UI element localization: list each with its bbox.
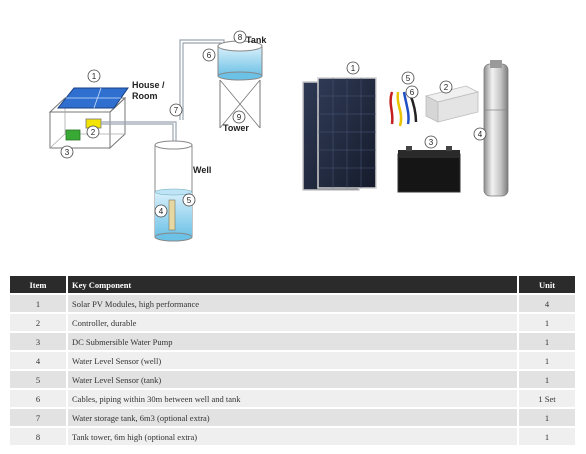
marker-right-3: 3 bbox=[424, 135, 438, 149]
marker-left-2: 2 bbox=[86, 125, 100, 139]
table-row: 8 Tank tower, 6m high (optional extra) 1 bbox=[10, 426, 575, 445]
well bbox=[154, 140, 193, 242]
svg-text:2: 2 bbox=[91, 128, 96, 137]
marker-left-9: 9 bbox=[232, 110, 246, 124]
table-row: 3 DC Submersible Water Pump 1 bbox=[10, 331, 575, 351]
marker-right-4: 4 bbox=[473, 127, 487, 141]
marker-left-7: 7 bbox=[169, 103, 183, 117]
header-item: Item bbox=[10, 276, 68, 294]
battery-photo bbox=[397, 146, 461, 193]
marker-right-2: 2 bbox=[439, 80, 453, 94]
row-item: 3 bbox=[10, 331, 68, 351]
table-header-row: Item Key Component Unit bbox=[10, 276, 575, 294]
row-item: 7 bbox=[10, 407, 68, 427]
row-component: Water Level Sensor (tank) bbox=[67, 369, 519, 389]
marker-left-6: 6 bbox=[202, 48, 216, 62]
svg-text:3: 3 bbox=[429, 138, 434, 147]
row-item: 4 bbox=[10, 350, 68, 370]
row-item: 5 bbox=[10, 369, 68, 389]
svg-text:5: 5 bbox=[406, 74, 411, 83]
marker-left-3: 3 bbox=[60, 145, 74, 159]
marker-right-5: 5 bbox=[401, 71, 415, 85]
svg-text:5: 5 bbox=[187, 196, 192, 205]
row-unit: 1 bbox=[518, 369, 575, 389]
svg-text:9: 9 bbox=[237, 113, 242, 122]
svg-text:7: 7 bbox=[174, 106, 179, 115]
row-component: Cables, piping within 30m between well a… bbox=[67, 388, 519, 408]
marker-left-4: 4 bbox=[154, 204, 168, 218]
svg-text:1: 1 bbox=[351, 64, 356, 73]
pump-photo bbox=[483, 60, 509, 197]
row-unit: 1 bbox=[518, 407, 575, 427]
table-row: 5 Water Level Sensor (tank) 1 bbox=[10, 369, 575, 389]
system-diagram: House / Room Tank Tower Well 1 2 3 4 5 6… bbox=[48, 30, 509, 242]
row-unit: 1 bbox=[518, 312, 575, 332]
svg-text:4: 4 bbox=[159, 207, 164, 216]
row-component: Water Level Sensor (well) bbox=[67, 350, 519, 370]
svg-text:1: 1 bbox=[92, 72, 97, 81]
table-row: 7 Water storage tank, 6m3 (optional extr… bbox=[10, 407, 575, 427]
label-well: Well bbox=[193, 165, 211, 175]
svg-text:6: 6 bbox=[410, 88, 415, 97]
row-component: DC Submersible Water Pump bbox=[67, 331, 519, 351]
components-table: Item Key Component Unit 1 Solar PV Modul… bbox=[10, 276, 575, 445]
solar-panels-photo bbox=[302, 77, 377, 191]
row-unit: 1 bbox=[518, 331, 575, 351]
row-item: 8 bbox=[10, 426, 68, 445]
row-unit: 4 bbox=[518, 293, 575, 313]
label-house: House / bbox=[132, 80, 165, 90]
row-unit: 1 Set bbox=[518, 388, 575, 408]
row-item: 6 bbox=[10, 388, 68, 408]
row-component: Solar PV Modules, high performance bbox=[67, 293, 519, 313]
label-room: Room bbox=[132, 91, 158, 101]
marker-left-5: 5 bbox=[182, 193, 196, 207]
battery-box bbox=[65, 129, 81, 141]
svg-text:4: 4 bbox=[478, 130, 483, 139]
marker-right-6: 6 bbox=[405, 85, 419, 99]
row-component: Water storage tank, 6m3 (optional extra) bbox=[67, 407, 519, 427]
row-unit: 1 bbox=[518, 426, 575, 445]
row-component: Tank tower, 6m high (optional extra) bbox=[67, 426, 519, 445]
svg-text:8: 8 bbox=[238, 33, 243, 42]
row-item: 2 bbox=[10, 312, 68, 332]
marker-left-1: 1 bbox=[87, 69, 101, 83]
svg-text:3: 3 bbox=[65, 148, 70, 157]
header-key-component: Key Component bbox=[67, 276, 519, 294]
tank-tower bbox=[217, 40, 263, 129]
house-solar-panel bbox=[56, 87, 129, 109]
controller-photo bbox=[424, 85, 480, 123]
table-row: 1 Solar PV Modules, high performance 4 bbox=[10, 293, 575, 313]
label-tank: Tank bbox=[246, 35, 267, 45]
header-unit: Unit bbox=[518, 276, 575, 294]
svg-text:6: 6 bbox=[207, 51, 212, 60]
marker-left-8: 8 bbox=[233, 30, 247, 44]
row-item: 1 bbox=[10, 293, 68, 313]
table-row: 6 Cables, piping within 30m between well… bbox=[10, 388, 575, 408]
row-component: Controller, durable bbox=[67, 312, 519, 332]
row-unit: 1 bbox=[518, 350, 575, 370]
table-row: 2 Controller, durable 1 bbox=[10, 312, 575, 332]
table-row: 4 Water Level Sensor (well) 1 bbox=[10, 350, 575, 370]
marker-right-1: 1 bbox=[346, 61, 360, 75]
label-tower: Tower bbox=[223, 123, 249, 133]
svg-text:2: 2 bbox=[444, 83, 449, 92]
cables-photo bbox=[389, 91, 418, 127]
